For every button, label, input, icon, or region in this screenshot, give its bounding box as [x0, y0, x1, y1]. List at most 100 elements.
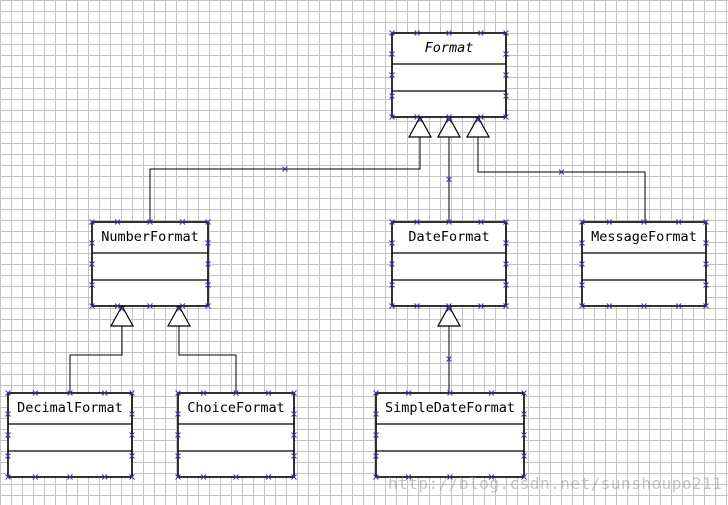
resize-handle-marker	[703, 219, 709, 225]
resize-handle-marker	[579, 282, 585, 288]
class-name-decimalformat: DecimalFormat	[17, 400, 123, 416]
resize-handle-marker	[503, 51, 509, 57]
resize-handle-marker	[478, 219, 484, 225]
resize-handle-marker	[521, 411, 527, 417]
resize-handle-marker	[521, 453, 527, 459]
resize-handle-marker	[5, 390, 11, 396]
resize-handle-marker	[414, 303, 420, 309]
watermark: http://blog.csdn.net/sunshoupo211	[388, 474, 723, 493]
resize-handle-marker	[89, 261, 95, 267]
inheritance-arrowhead	[436, 115, 462, 138]
resize-handle-marker	[521, 390, 527, 396]
resize-handle-marker	[265, 474, 272, 480]
resize-handle-marker	[579, 219, 585, 225]
resize-handle-marker	[89, 240, 95, 246]
resize-handle-marker	[503, 303, 509, 309]
resize-handle-marker	[291, 432, 297, 438]
connector-line	[178, 325, 237, 393]
resize-handle-marker	[389, 72, 395, 78]
resize-handle-marker	[446, 176, 452, 183]
resize-handle-marker	[291, 411, 297, 417]
resize-handle-marker	[478, 114, 484, 120]
resize-handle-marker	[89, 219, 95, 225]
resize-handle-marker	[446, 356, 452, 362]
resize-handle-marker	[703, 261, 709, 267]
resize-handle-marker	[129, 453, 135, 459]
resize-handle-marker	[503, 282, 509, 288]
resize-handle-marker	[205, 219, 211, 225]
class-decimalformat[interactable]: DecimalFormat	[5, 390, 135, 480]
resize-handle-marker	[129, 390, 135, 396]
resize-handle-marker	[414, 219, 420, 225]
inheritance-arrowhead	[436, 304, 462, 327]
resize-handle-marker	[205, 261, 211, 267]
resize-handle-marker	[291, 474, 297, 480]
resize-handle-marker	[205, 303, 211, 309]
resize-handle-marker	[579, 240, 585, 246]
connector-line	[149, 137, 421, 222]
resize-handle-marker	[606, 303, 613, 309]
resize-handle-marker	[389, 303, 395, 309]
resize-handle-marker	[389, 219, 395, 225]
class-dateformat[interactable]: DateFormat	[389, 219, 509, 309]
resize-handle-marker	[282, 166, 288, 172]
resize-handle-marker	[32, 474, 39, 480]
resize-handle-marker	[579, 303, 585, 309]
resize-handle-marker	[478, 303, 484, 309]
resize-handle-marker	[389, 261, 395, 267]
resize-handle-marker	[446, 303, 452, 309]
resize-handle-marker	[373, 474, 379, 480]
resize-handle-marker	[179, 219, 186, 225]
resize-handle-marker	[503, 219, 509, 225]
resize-handle-marker	[606, 219, 613, 225]
resize-handle-marker	[373, 411, 379, 417]
class-numberformat[interactable]: NumberFormat	[89, 219, 211, 309]
resize-handle-marker	[205, 240, 211, 246]
resize-handle-marker	[67, 474, 73, 480]
resize-handle-marker	[200, 390, 207, 396]
class-name-choiceformat: ChoiceFormat	[187, 400, 285, 416]
generalization-numberformat-to-format	[149, 115, 433, 222]
class-box	[391, 32, 507, 118]
resize-handle-marker	[5, 432, 11, 438]
resize-handle-marker	[503, 240, 509, 246]
resize-handle-marker	[291, 390, 297, 396]
resize-handle-marker	[389, 114, 395, 120]
generalization-dateformat-to-format	[436, 115, 462, 222]
inheritance-arrowhead	[166, 304, 192, 327]
generalization-choiceformat-to-numberformat	[166, 304, 237, 393]
class-name-dateformat: DateFormat	[408, 229, 489, 245]
class-format[interactable]: Format	[389, 30, 509, 120]
resize-handle-marker	[389, 282, 395, 288]
inheritance-arrowhead	[407, 115, 433, 138]
resize-handle-marker	[579, 261, 585, 267]
resize-handle-marker	[67, 390, 73, 396]
resize-handle-marker	[89, 303, 95, 309]
resize-handle-marker	[703, 282, 709, 288]
resize-handle-marker	[233, 474, 239, 480]
resize-handle-marker	[373, 432, 379, 438]
resize-handle-marker	[291, 453, 297, 459]
resize-handle-marker	[447, 390, 453, 396]
resize-handle-marker	[265, 390, 272, 396]
resize-handle-marker	[675, 219, 682, 225]
resize-handle-marker	[503, 93, 509, 99]
resize-handle-marker	[389, 51, 395, 57]
resize-handle-marker	[175, 432, 181, 438]
resize-handle-marker	[179, 303, 186, 309]
resize-handle-marker	[675, 303, 682, 309]
connector-line	[477, 137, 646, 222]
resize-handle-marker	[446, 30, 452, 36]
class-simpledateformat[interactable]: SimpleDateFormat	[373, 390, 527, 480]
resize-handle-marker	[446, 219, 452, 225]
generalization-decimalformat-to-numberformat	[69, 304, 135, 393]
resize-handle-marker	[488, 474, 495, 480]
class-choiceformat[interactable]: ChoiceFormat	[175, 390, 297, 480]
resize-handle-marker	[32, 390, 39, 396]
resize-handle-marker	[101, 474, 108, 480]
resize-handle-marker	[521, 432, 527, 438]
resize-handle-marker	[558, 169, 565, 175]
resize-handle-marker	[175, 474, 181, 480]
class-messageformat[interactable]: MessageFormat	[579, 219, 709, 309]
